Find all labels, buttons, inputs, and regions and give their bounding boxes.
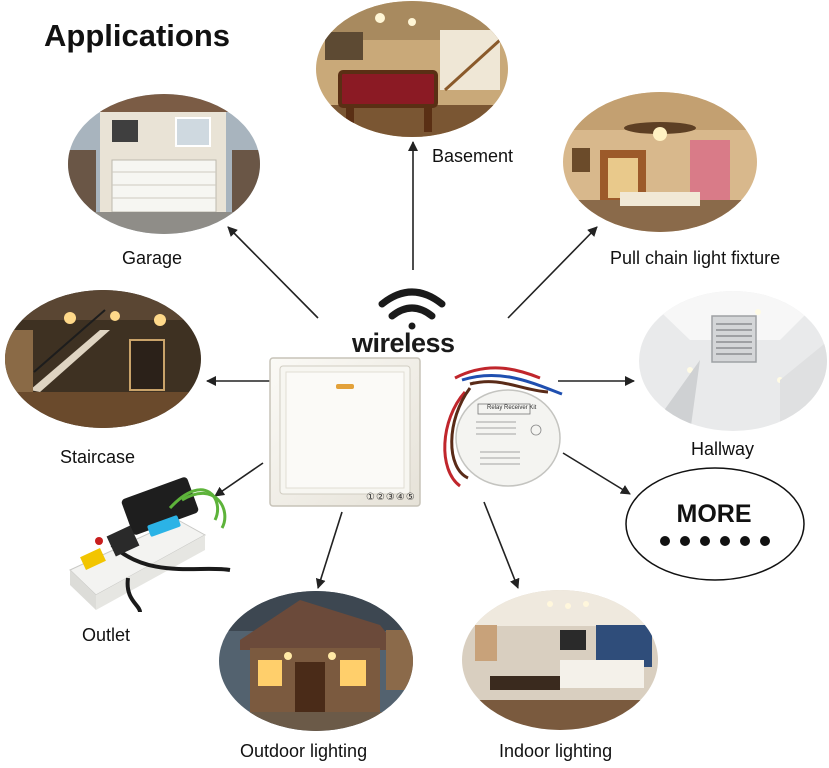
- staircase-photo: [5, 290, 201, 428]
- more-bubble: [625, 467, 805, 581]
- arrow-pull-chain: [507, 226, 598, 319]
- label-indoor: Indoor lighting: [499, 741, 613, 761]
- pull-chain-photo: [563, 92, 757, 232]
- label-outlet: Outlet: [82, 625, 131, 645]
- wall-switch: [269, 357, 421, 507]
- label-basement: Basement: [432, 146, 514, 166]
- receiver-title: Relay Receiver Kit: [487, 405, 537, 411]
- wireless-label: wireless: [352, 328, 455, 358]
- receiver-module: [443, 366, 563, 488]
- arrow-outlet: [214, 462, 264, 497]
- arrows: [206, 141, 635, 589]
- arrow-garage: [227, 226, 319, 319]
- arrow-more: [562, 452, 631, 495]
- indoor-photo: [462, 590, 658, 730]
- label-outdoor: Outdoor lighting: [240, 741, 368, 761]
- label-hallway: Hallway: [691, 439, 755, 459]
- label-pull-chain: Pull chain light fixture: [610, 248, 781, 268]
- label-staircase: Staircase: [60, 447, 136, 467]
- more-dots: [660, 536, 770, 546]
- arrow-indoor: [483, 501, 520, 589]
- outdoor-photo: [219, 591, 413, 731]
- page-title: Applications: [44, 18, 231, 53]
- arrow-outdoor: [315, 511, 343, 589]
- hallway-photo: [639, 291, 827, 431]
- switch-button-row: ①②③④⑤: [366, 492, 416, 503]
- outlet-photo: [69, 477, 231, 613]
- more-label: MORE: [676, 500, 752, 528]
- label-garage: Garage: [122, 248, 183, 268]
- basement-photo: [316, 1, 508, 137]
- garage-photo: [68, 94, 260, 234]
- wifi-icon: [378, 288, 446, 330]
